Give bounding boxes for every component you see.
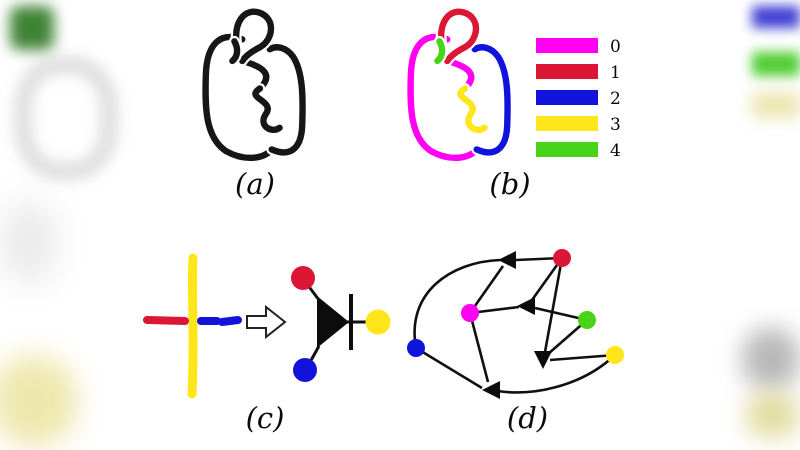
gadget-node-blue — [293, 358, 317, 382]
legend-row: 1 — [536, 63, 621, 83]
legend-label-1: 1 — [610, 63, 621, 83]
crossing-out-strand-blue-2 — [218, 316, 242, 326]
graph-node-blue — [407, 339, 425, 357]
panel-b-colored-knot-diagram — [405, 6, 513, 164]
panel-c-crossing-gadget — [143, 253, 391, 399]
legend-label-3: 3 — [610, 115, 621, 135]
gadget-node-red — [291, 266, 315, 290]
background-blur-blob — [0, 200, 58, 285]
arc1-tophook-strand — [438, 8, 480, 65]
graph-node-yellow — [606, 346, 624, 364]
background-blur-blob — [10, 6, 54, 50]
crossing-arrow-marker — [517, 297, 535, 315]
panel-label-a: (a) — [235, 167, 275, 201]
knot-strand-tophook — [233, 8, 275, 65]
arc2-right-strand — [471, 44, 511, 156]
background-blur-blob — [745, 392, 800, 438]
graph-node-magenta — [461, 304, 479, 322]
knot-ink-group — [200, 6, 308, 164]
panel-label-b: (b) — [489, 167, 531, 201]
graph-edge — [413, 258, 501, 349]
graph-node-red — [553, 249, 571, 267]
panel-d-knot-graph — [407, 249, 624, 399]
gadget-node-yellow — [365, 309, 391, 335]
crossing-arrow-marker — [498, 251, 516, 269]
crossing-arrow-marker — [482, 381, 500, 399]
legend-row: 2 — [536, 89, 621, 109]
arc4-arc-strand — [434, 38, 446, 65]
crossing-triangle-icon — [317, 296, 349, 348]
panel-a-knot-diagram — [200, 6, 308, 164]
knot-colored-group — [405, 6, 513, 164]
legend-swatch-4 — [536, 142, 598, 157]
color-legend: 0 1 2 3 4 — [536, 37, 621, 161]
knot-strand-outer — [202, 33, 275, 161]
arc0-outer-strand — [407, 33, 480, 161]
legend-row: 4 — [536, 141, 621, 161]
panel-label-c: (c) — [245, 401, 285, 435]
legend-swatch-0 — [536, 38, 598, 53]
crossing-arrow-marker — [534, 351, 552, 369]
graph-edge — [415, 346, 483, 390]
legend-label-2: 2 — [610, 89, 621, 109]
background-blur-blob — [16, 58, 116, 178]
arc3-squiggle-strand — [457, 85, 488, 133]
legend-label-0: 0 — [610, 37, 621, 57]
graph-edge — [497, 354, 616, 394]
legend-label-4: 4 — [610, 141, 621, 161]
legend-row: 3 — [536, 115, 621, 135]
panel-label-d: (d) — [506, 401, 549, 435]
graph-edge — [468, 265, 505, 314]
background-blur-blob — [742, 328, 800, 390]
background-blur-blob — [752, 92, 800, 118]
legend-swatch-3 — [536, 116, 598, 131]
knot-strand-squiggle — [252, 85, 283, 133]
graph-arc-nodes — [407, 249, 624, 364]
graph-edge — [543, 257, 564, 353]
graph-node-green — [578, 311, 596, 329]
legend-row: 0 — [536, 37, 621, 57]
background-blur-blob — [0, 356, 77, 446]
knot-strand-right — [266, 44, 306, 156]
knot-strand-arc — [229, 38, 241, 65]
legend-swatch-1 — [536, 64, 598, 79]
graph-edge — [468, 312, 490, 383]
graph-crossing-markers — [482, 251, 552, 399]
crossing-over-strand-yellow — [187, 253, 198, 399]
background-blur-blob — [752, 6, 800, 28]
graph-edges — [413, 256, 616, 394]
crossing-in-strand-red — [143, 316, 189, 325]
legend-swatch-2 — [536, 90, 598, 105]
arrow-icon — [246, 304, 287, 340]
graph-edge — [549, 353, 616, 362]
background-blur-blob — [752, 52, 800, 76]
